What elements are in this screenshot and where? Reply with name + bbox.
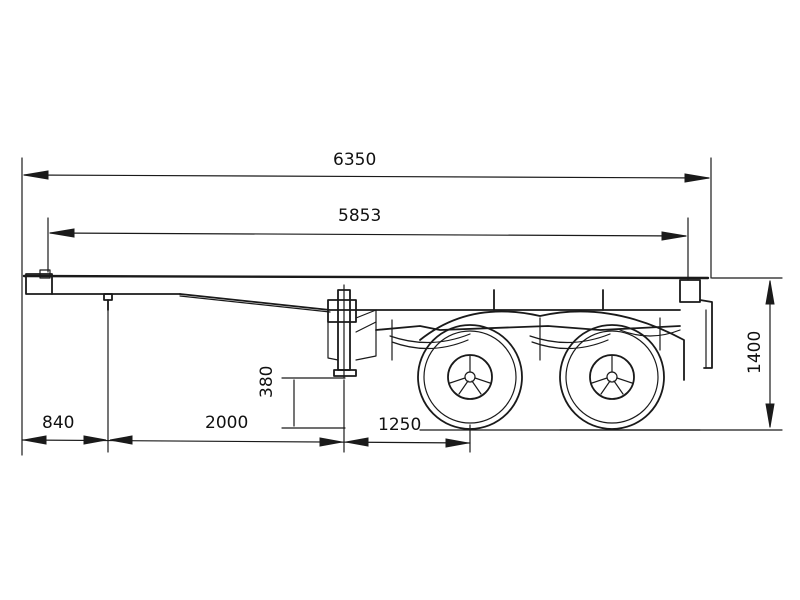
dimension-bottom-chain: 840 2000 1250 (21, 299, 471, 453)
label-6350: 6350 (333, 150, 376, 170)
dimension-support-height: 380 (257, 366, 346, 429)
king-pin (103, 293, 113, 311)
trailer-frame (22, 269, 713, 369)
label-5853: 5853 (338, 206, 381, 226)
wheel-rear (559, 324, 665, 430)
suspension (375, 310, 685, 381)
dimension-overall-length: 6350 (21, 150, 712, 456)
label-2000: 2000 (205, 413, 248, 433)
label-840: 840 (42, 413, 74, 433)
wheel-front (417, 324, 523, 430)
dimension-platform-length: 5853 (47, 206, 689, 281)
label-380: 380 (257, 366, 277, 398)
landing-gear (327, 284, 377, 379)
label-1250: 1250 (378, 415, 421, 435)
label-1400: 1400 (745, 331, 765, 374)
dimension-overall-height: 1400 (559, 277, 783, 431)
